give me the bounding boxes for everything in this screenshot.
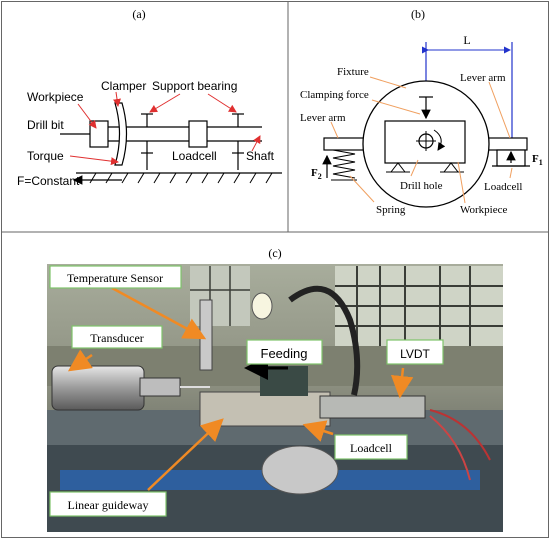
label-lvdt: LVDT bbox=[400, 347, 430, 361]
ground-hatch bbox=[89, 172, 273, 184]
lvdt-box bbox=[386, 339, 444, 365]
label-length: L bbox=[463, 33, 470, 47]
label-temperature-sensor: Temperature Sensor bbox=[67, 271, 163, 285]
label-transducer: Transducer bbox=[90, 331, 144, 345]
panel-a-tag: (a) bbox=[132, 7, 145, 21]
label-torque: Torque bbox=[27, 149, 64, 163]
panel-b: (b) L bbox=[300, 7, 543, 216]
panel-b-tag: (b) bbox=[411, 7, 425, 21]
label-clamper: Clamper bbox=[101, 79, 146, 93]
loadcell-box bbox=[334, 434, 408, 460]
label-support-bearing: Support bearing bbox=[152, 79, 237, 93]
spring bbox=[331, 149, 357, 181]
label-linear-guideway: Linear guideway bbox=[68, 498, 149, 512]
label-clamping-force: Clamping force bbox=[300, 89, 369, 101]
label-drill-hole: Drill hole bbox=[400, 180, 443, 192]
support-bearing-right bbox=[232, 113, 244, 170]
temperature-sensor-box bbox=[49, 265, 182, 289]
label-workpiece-b: Workpiece bbox=[460, 204, 507, 216]
transducer-box bbox=[71, 325, 163, 349]
panel-c-tag: (c) bbox=[268, 246, 281, 260]
panel-a-pointers bbox=[69, 91, 261, 166]
clamper bbox=[114, 102, 128, 166]
label-loadcell: Loadcell bbox=[172, 149, 217, 163]
label-workpiece: Workpiece bbox=[27, 90, 84, 104]
label-f1: F1 bbox=[532, 153, 543, 167]
label-shaft: Shaft bbox=[246, 149, 275, 163]
panel-b-pointers bbox=[330, 76, 513, 204]
label-feeding: Feeding bbox=[261, 346, 308, 361]
workpiece-block bbox=[89, 120, 109, 148]
label-loadcell-b: Loadcell bbox=[484, 181, 522, 193]
panel-c: (c) bbox=[47, 246, 503, 532]
label-loadcell-c: Loadcell bbox=[350, 441, 393, 455]
setup-photo bbox=[47, 264, 503, 532]
panel-a: (a) bbox=[17, 7, 282, 188]
label-lever-arm-left: Lever arm bbox=[300, 112, 346, 124]
loadcell-block bbox=[188, 120, 208, 148]
label-lever-arm-right: Lever arm bbox=[460, 72, 506, 84]
panel-c-pointers bbox=[67, 286, 414, 491]
label-drill-bit: Drill bit bbox=[27, 118, 64, 132]
support-bearing-left bbox=[141, 113, 153, 170]
lever-arm-right-bar bbox=[486, 137, 528, 151]
feeding-box bbox=[246, 339, 323, 365]
rotation-arrow bbox=[433, 129, 446, 151]
lever-arm-left-bar bbox=[323, 137, 365, 151]
label-spring: Spring bbox=[376, 204, 406, 216]
label-f2: F2 bbox=[311, 167, 322, 181]
linear-guideway-box bbox=[49, 491, 167, 517]
label-force: F=Constant bbox=[17, 174, 80, 188]
label-fixture: Fixture bbox=[337, 66, 369, 78]
